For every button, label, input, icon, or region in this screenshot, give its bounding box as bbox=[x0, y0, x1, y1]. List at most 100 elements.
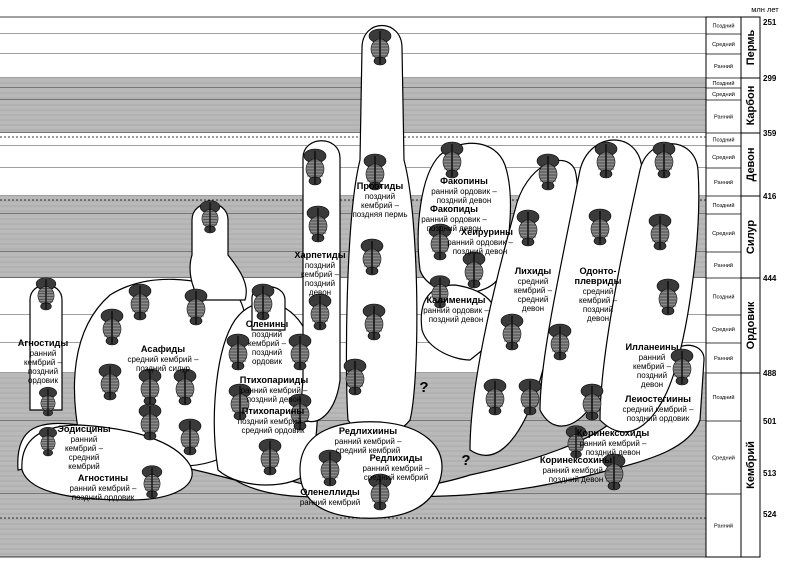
trilobite-icon bbox=[303, 148, 327, 186]
outline-proetida bbox=[345, 24, 418, 436]
trilobite-fossil-icons bbox=[35, 28, 694, 511]
label-redlichiina: Редлихиины bbox=[339, 426, 397, 436]
trilobite-icon bbox=[648, 213, 672, 251]
label-proetida: Проэтиды bbox=[357, 181, 404, 191]
range-corynexochina-2: поздний девон bbox=[549, 475, 604, 484]
label-corynexochina: Коринексохины bbox=[540, 455, 612, 465]
trilobite-icon bbox=[656, 278, 680, 316]
age-label: 299 bbox=[763, 74, 777, 83]
label-olenellida: Оленеллиды bbox=[300, 487, 360, 497]
stage-label-middle: Средний bbox=[712, 326, 735, 333]
stage-label-middle: Средний bbox=[712, 41, 735, 48]
stage-label-middle: Средний bbox=[712, 455, 735, 462]
trilobite-icon bbox=[536, 153, 560, 191]
range-agnostida-2: кембрий – bbox=[24, 358, 63, 367]
age-label: 416 bbox=[763, 192, 777, 201]
label-odontopleurida-2: плевриды bbox=[575, 276, 622, 286]
stage-label-early: Ранний bbox=[714, 179, 733, 186]
range-phacopida-2: поздний девон bbox=[427, 224, 482, 233]
age-label: 501 bbox=[763, 417, 777, 426]
trilobite-icon bbox=[288, 393, 312, 431]
range-asaphida-2: поздний силур bbox=[136, 364, 190, 373]
trilobite-icon bbox=[199, 200, 221, 234]
trilobite-icon bbox=[308, 293, 332, 331]
range-redlichiida-1: ранний кембрий – bbox=[363, 464, 431, 473]
range-cheirurina-2: поздний девон bbox=[453, 247, 508, 256]
stage-band bbox=[0, 34, 706, 54]
range-corynexochida-1: ранний кембрий – bbox=[580, 439, 648, 448]
stage-labels: ПозднийСреднийРаннийПозднийСреднийРанний… bbox=[712, 23, 735, 530]
range-ptychopariina-1: поздний кембрий – bbox=[238, 417, 309, 426]
scale-frame bbox=[705, 16, 761, 558]
trilobite-icon bbox=[98, 363, 122, 401]
stage-band bbox=[0, 54, 706, 78]
range-leiostegiina-1: средний кембрий – bbox=[622, 405, 694, 414]
range-olenina-1: поздний bbox=[252, 330, 282, 339]
stage-label-late: Поздний bbox=[712, 294, 734, 301]
trilobite-icon bbox=[594, 141, 618, 179]
trilobite-icon bbox=[35, 277, 57, 311]
clade-labels: Агностиды ранний кембрий – поздний ордов… bbox=[18, 176, 694, 507]
label-illaenina: Илланеины bbox=[625, 342, 678, 352]
range-harpetida-1: поздний bbox=[305, 261, 335, 270]
stage-label-late: Поздний bbox=[712, 80, 734, 87]
time-scale: млн лет bbox=[705, 5, 779, 558]
range-lichida-3: средний bbox=[518, 295, 549, 304]
range-agnostina-2: поздний ордовик bbox=[72, 493, 135, 502]
range-calymenina-2: поздний девон bbox=[429, 315, 484, 324]
trilobite-icon bbox=[178, 418, 202, 456]
trilobite-icon bbox=[483, 378, 507, 416]
label-leiostegiina: Леиостегиины bbox=[625, 394, 691, 404]
range-asaphida-1: средний кембрий – bbox=[127, 355, 199, 364]
range-cheirurina-1: ранний ордовик – bbox=[447, 238, 513, 247]
stage-label-early: Ранний bbox=[714, 355, 733, 362]
stage-label-early: Ранний bbox=[714, 262, 733, 269]
period-label-devonian: Девон bbox=[745, 147, 757, 181]
trilobite-icon bbox=[184, 288, 208, 326]
trilobite-icon bbox=[173, 368, 197, 406]
stage-label-late: Поздний bbox=[712, 23, 734, 30]
trilobite-icon bbox=[565, 425, 587, 459]
age-label: 524 bbox=[763, 510, 777, 519]
range-agnostida-1: ранний bbox=[30, 349, 57, 358]
range-phacopina-1: ранний ордовик – bbox=[431, 187, 497, 196]
unknown-origin-mark-1: ? bbox=[419, 379, 428, 396]
range-proetida-1: поздний bbox=[365, 192, 395, 201]
trilobite-icon bbox=[128, 283, 152, 321]
range-illaenina-3: поздний bbox=[637, 371, 667, 380]
label-asaphida: Асафиды bbox=[141, 344, 185, 354]
range-lichida-1: средний bbox=[518, 277, 549, 286]
period-label-silurian: Силур bbox=[745, 220, 757, 255]
range-eodiscina-2: кембрий – bbox=[65, 444, 104, 453]
trilobite-icon bbox=[580, 383, 604, 421]
range-eodiscina-3: средний bbox=[69, 453, 100, 462]
trilobite-icon bbox=[516, 209, 540, 247]
label-eodiscina: Эодисцины bbox=[57, 424, 110, 434]
label-corynexochida: Коринексохиды bbox=[577, 428, 650, 438]
trilobite-icon bbox=[100, 308, 124, 346]
period-label-carboniferous: Карбон bbox=[745, 86, 757, 126]
label-odontopleurida: Одонто- bbox=[580, 266, 617, 276]
trilobite-icon bbox=[368, 473, 392, 511]
range-phacopina-2: поздний девон bbox=[437, 196, 492, 205]
range-leiostegiina-2: поздний ордовик bbox=[627, 414, 690, 423]
range-odontopleurida-3: поздний bbox=[583, 305, 613, 314]
trilobite-icon bbox=[360, 238, 384, 276]
label-redlichiida: Редлихиды bbox=[370, 453, 423, 463]
range-redlichiida-2: средний кембрий bbox=[364, 473, 428, 482]
trilobite-icon bbox=[288, 333, 312, 371]
stage-label-late: Поздний bbox=[712, 202, 734, 209]
trilobite-icon bbox=[462, 251, 486, 289]
trilobite-icon bbox=[500, 313, 524, 351]
range-eodiscina-4: кембрий bbox=[68, 462, 99, 471]
stage-band bbox=[0, 17, 706, 34]
range-harpetida-2: кембрий – bbox=[301, 270, 340, 279]
label-phacopida: Факопиды bbox=[430, 204, 478, 214]
trilobite-icon bbox=[368, 28, 392, 66]
trilobite-icon bbox=[429, 275, 451, 309]
trilobite-icon bbox=[670, 348, 694, 386]
trilobite-icon bbox=[363, 153, 387, 191]
trilobite-icon bbox=[38, 386, 58, 417]
stage-label-late: Поздний bbox=[712, 137, 734, 144]
